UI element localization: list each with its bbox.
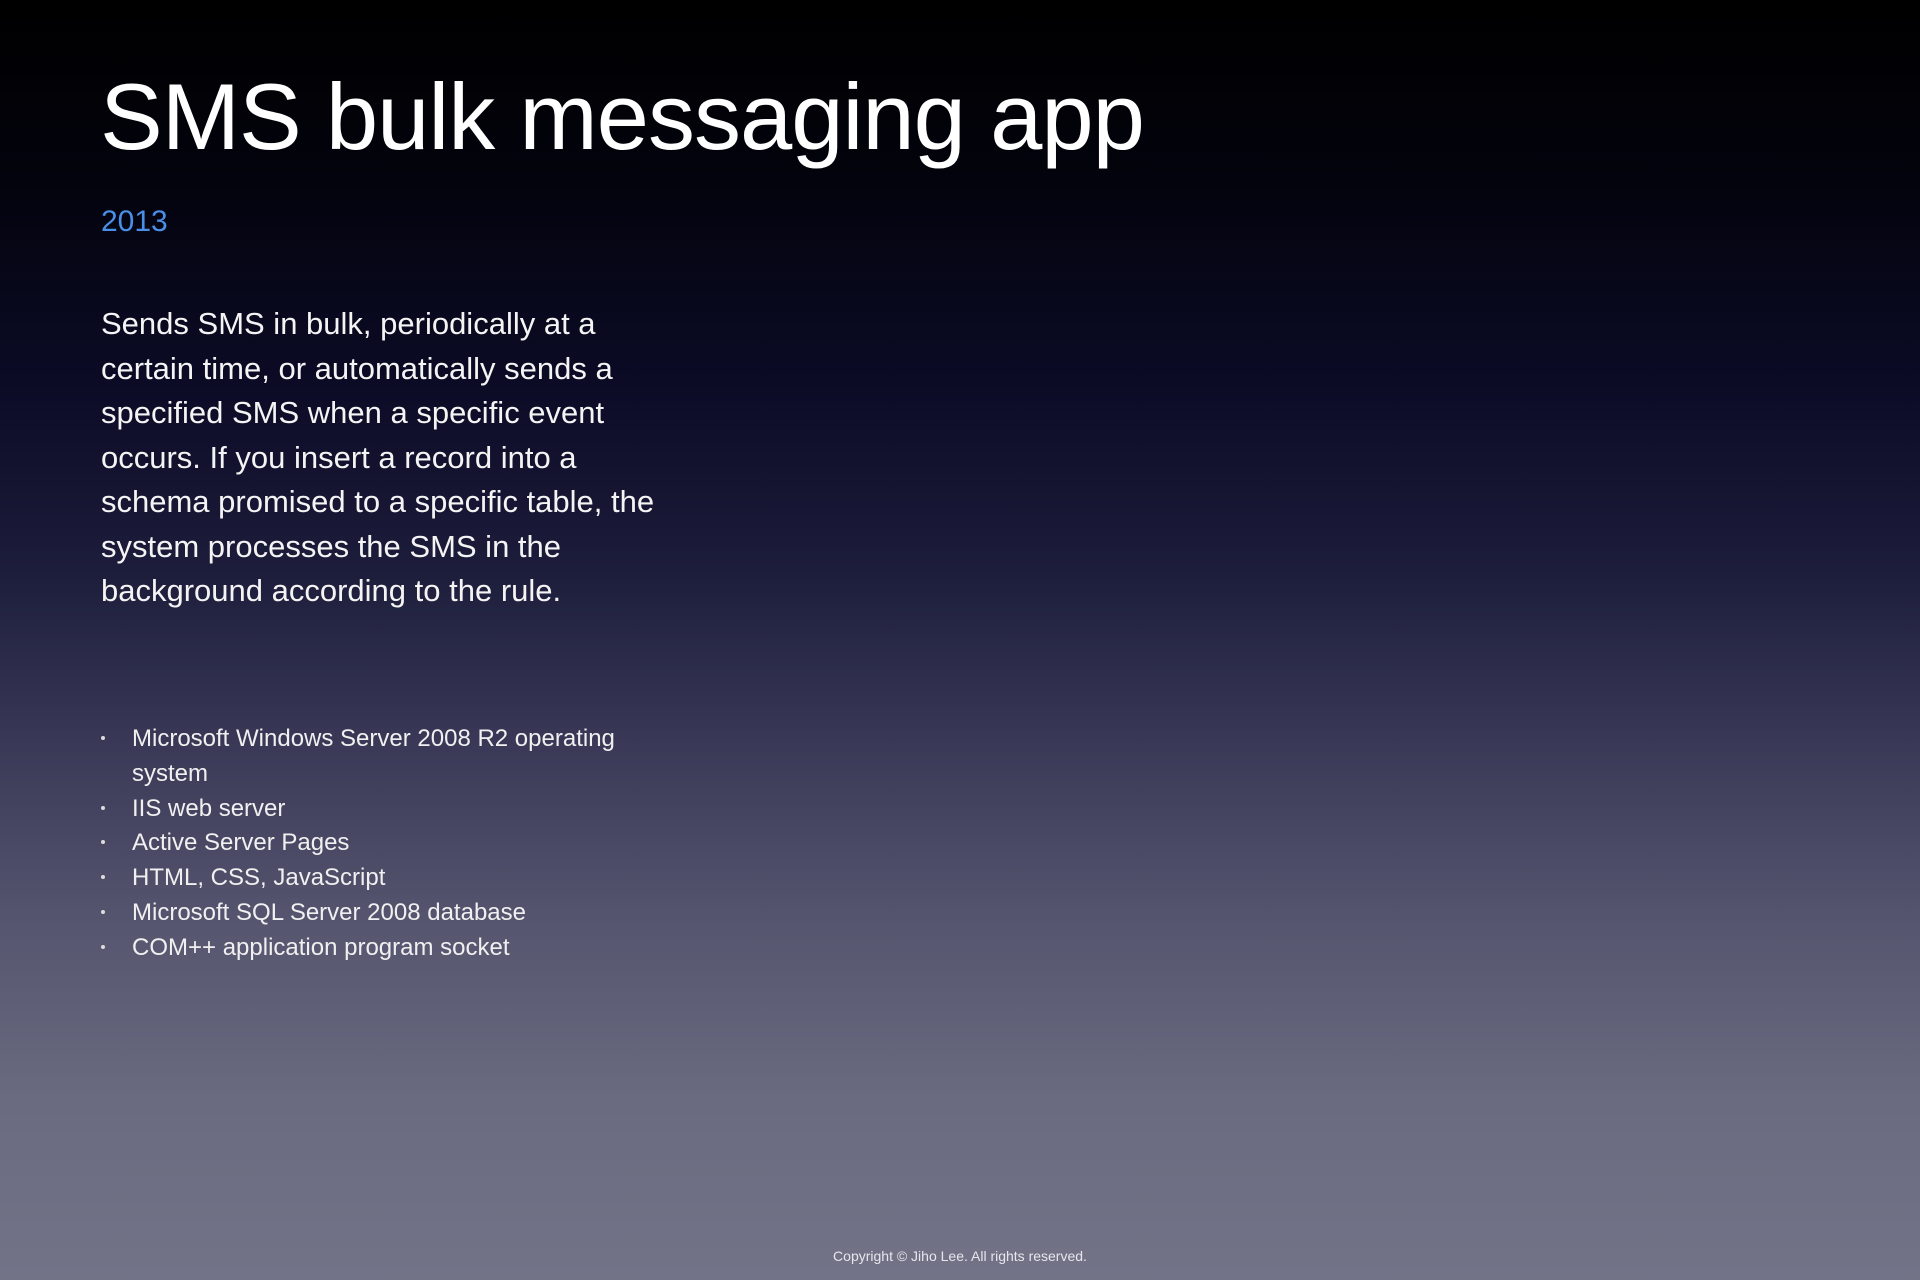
list-item: HTML, CSS, JavaScript bbox=[101, 861, 661, 896]
list-item: COM++ application program socket bbox=[101, 931, 661, 966]
bullet-icon bbox=[101, 944, 105, 949]
bullet-icon bbox=[101, 875, 105, 880]
list-item: IIS web server bbox=[101, 792, 661, 827]
copyright-footer: Copyright © Jiho Lee. All rights reserve… bbox=[833, 1248, 1087, 1264]
list-item: Microsoft SQL Server 2008 database bbox=[101, 896, 661, 931]
list-item: Microsoft Windows Server 2008 R2 operati… bbox=[101, 722, 661, 792]
list-item-label: Active Server Pages bbox=[132, 829, 350, 857]
bullet-icon bbox=[101, 736, 105, 740]
list-item-label: HTML, CSS, JavaScript bbox=[132, 864, 386, 892]
bullet-icon bbox=[101, 840, 105, 845]
list-item-label: Microsoft Windows Server 2008 R2 operati… bbox=[132, 725, 615, 787]
tech-stack-list: Microsoft Windows Server 2008 R2 operati… bbox=[101, 722, 661, 966]
list-item-label: IIS web server bbox=[132, 794, 286, 822]
bullet-icon bbox=[101, 909, 105, 914]
bullet-icon bbox=[101, 805, 105, 810]
project-description: Sends SMS in bulk, periodically at a cer… bbox=[101, 306, 655, 608]
slide-title: SMS bulk messaging app bbox=[100, 64, 1145, 169]
list-item-label: Microsoft SQL Server 2008 database bbox=[132, 898, 526, 926]
project-year: 2013 bbox=[101, 205, 168, 238]
list-item-label: COM++ application program socket bbox=[132, 933, 510, 961]
list-item: Active Server Pages bbox=[101, 826, 661, 861]
